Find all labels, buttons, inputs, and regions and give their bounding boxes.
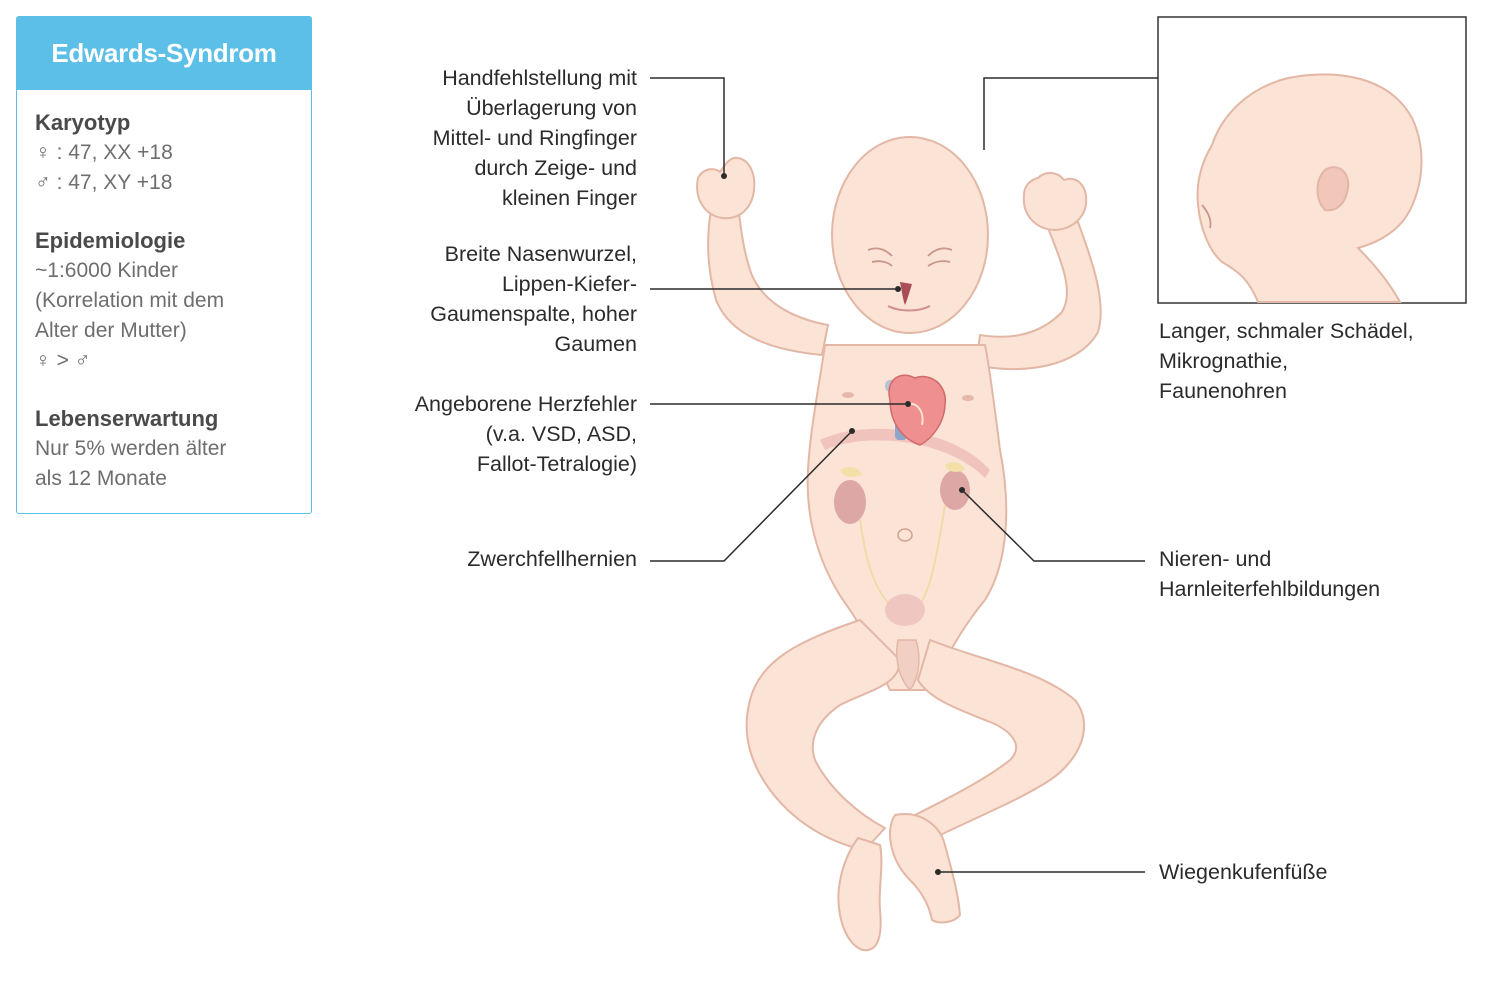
section-line: Alter der Mutter) — [35, 319, 187, 342]
label-hands: Handfehlstellung mit Überlagerung von Mi… — [433, 63, 637, 213]
label-line: Gaumen — [554, 332, 637, 356]
label-line: Wiegenkufenfüße — [1159, 860, 1328, 884]
section-line: (Korrelation mit dem — [35, 289, 225, 312]
section-title: Karyotyp — [35, 110, 131, 135]
left-hand — [696, 156, 756, 220]
navel — [897, 528, 913, 542]
label-line: Mikrognathie, — [1159, 349, 1289, 373]
leader-kidney — [961, 489, 1145, 562]
right-arm — [975, 221, 1102, 371]
marker-nose — [895, 286, 901, 292]
label-line: Gaumenspalte, hoher — [430, 302, 637, 326]
label-line: Langer, schmaler Schädel, — [1159, 319, 1414, 343]
organs — [820, 374, 990, 692]
ureter-right — [919, 504, 946, 606]
cleft-lip — [900, 282, 912, 305]
right-hand — [1022, 172, 1088, 231]
ureter-left — [859, 519, 891, 606]
kidney-right — [940, 470, 970, 510]
section-line: ♂ : 47, XY +18 — [35, 171, 173, 194]
leader-diaphragm — [650, 430, 853, 562]
section-line: ~1:6000 Kinder — [35, 259, 179, 282]
label-skull: Langer, schmaler Schädel, Mikrognathie, … — [1159, 316, 1414, 406]
marker-diaphragm — [849, 428, 855, 434]
right-foot — [889, 813, 961, 924]
nipple-right — [962, 395, 974, 401]
kidney-left — [834, 480, 866, 524]
label-line: Lippen-Kiefer- — [501, 272, 637, 296]
section-line: Nur 5% werden älter — [35, 437, 227, 460]
label-line: Harnleiterfehlbildungen — [1159, 577, 1381, 601]
label-line: Fallot-Tetralogie) — [476, 452, 637, 476]
section-life-expectancy: Lebenserwartung Nur 5% werden älter als … — [35, 404, 293, 494]
face-details — [867, 247, 953, 267]
info-box-title: Edwards-Syndrom — [17, 17, 311, 90]
adrenal-right — [945, 462, 965, 472]
marker-foot — [935, 869, 941, 875]
info-box: Edwards-Syndrom Karyotyp ♀ : 47, XX +18 … — [16, 16, 312, 514]
left-leg — [745, 619, 901, 851]
section-line: ♀ : 47, XX +18 — [35, 141, 173, 164]
leader-hands — [650, 77, 725, 176]
section-title: Epidemiologie — [35, 228, 186, 253]
label-line: Überlagerung von — [466, 96, 637, 120]
label-nose: Breite Nasenwurzel, Lippen-Kiefer- Gaume… — [430, 239, 637, 359]
label-line: kleinen Finger — [501, 186, 637, 210]
label-line: Mittel- und Ringfinger — [432, 126, 637, 150]
label-diaphragm: Zwerchfellhernien — [467, 544, 637, 574]
adrenal-left — [840, 467, 862, 477]
label-line: Faunenohren — [1159, 379, 1287, 403]
genital — [896, 639, 920, 692]
leader-skull — [983, 77, 1158, 150]
inset-profile — [1196, 73, 1423, 303]
label-line: (v.a. VSD, ASD, — [485, 422, 637, 446]
label-kidney: Nieren- und Harnleiterfehlbildungen — [1159, 544, 1380, 604]
label-feet: Wiegenkufenfüße — [1159, 857, 1328, 887]
marker-kidney — [959, 487, 965, 493]
head — [831, 136, 989, 334]
bladder — [885, 594, 925, 626]
label-line: durch Zeige- und — [474, 156, 637, 180]
label-line: Handfehlstellung mit — [442, 66, 637, 90]
section-title: Lebenserwartung — [35, 406, 219, 431]
label-heart: Angeborene Herzfehler (v.a. VSD, ASD, Fa… — [415, 389, 637, 479]
label-line: Nieren- und — [1159, 547, 1272, 571]
info-box-body: Karyotyp ♀ : 47, XX +18 ♂ : 47, XY +18 E… — [17, 90, 311, 494]
section-line: als 12 Monate — [35, 467, 167, 490]
section-line: ♀ > ♂ — [35, 349, 91, 372]
left-arm — [707, 204, 829, 356]
label-line: Zwerchfellhernien — [467, 547, 637, 571]
section-karyotype: Karyotyp ♀ : 47, XX +18 ♂ : 47, XY +18 — [35, 108, 293, 198]
leader-lines — [650, 77, 1158, 873]
section-epidemiology: Epidemiologie ~1:6000 Kinder (Korrelatio… — [35, 226, 293, 376]
left-foot — [837, 837, 883, 952]
mouth — [887, 305, 931, 312]
label-line: Breite Nasenwurzel, — [444, 242, 637, 266]
label-line: Angeborene Herzfehler — [414, 392, 637, 416]
heart — [888, 374, 946, 446]
inset-lip — [1201, 204, 1212, 229]
marker-heart — [905, 401, 911, 407]
marker-hand — [721, 173, 727, 179]
nipple-left — [842, 392, 854, 398]
right-leg — [904, 639, 1085, 841]
